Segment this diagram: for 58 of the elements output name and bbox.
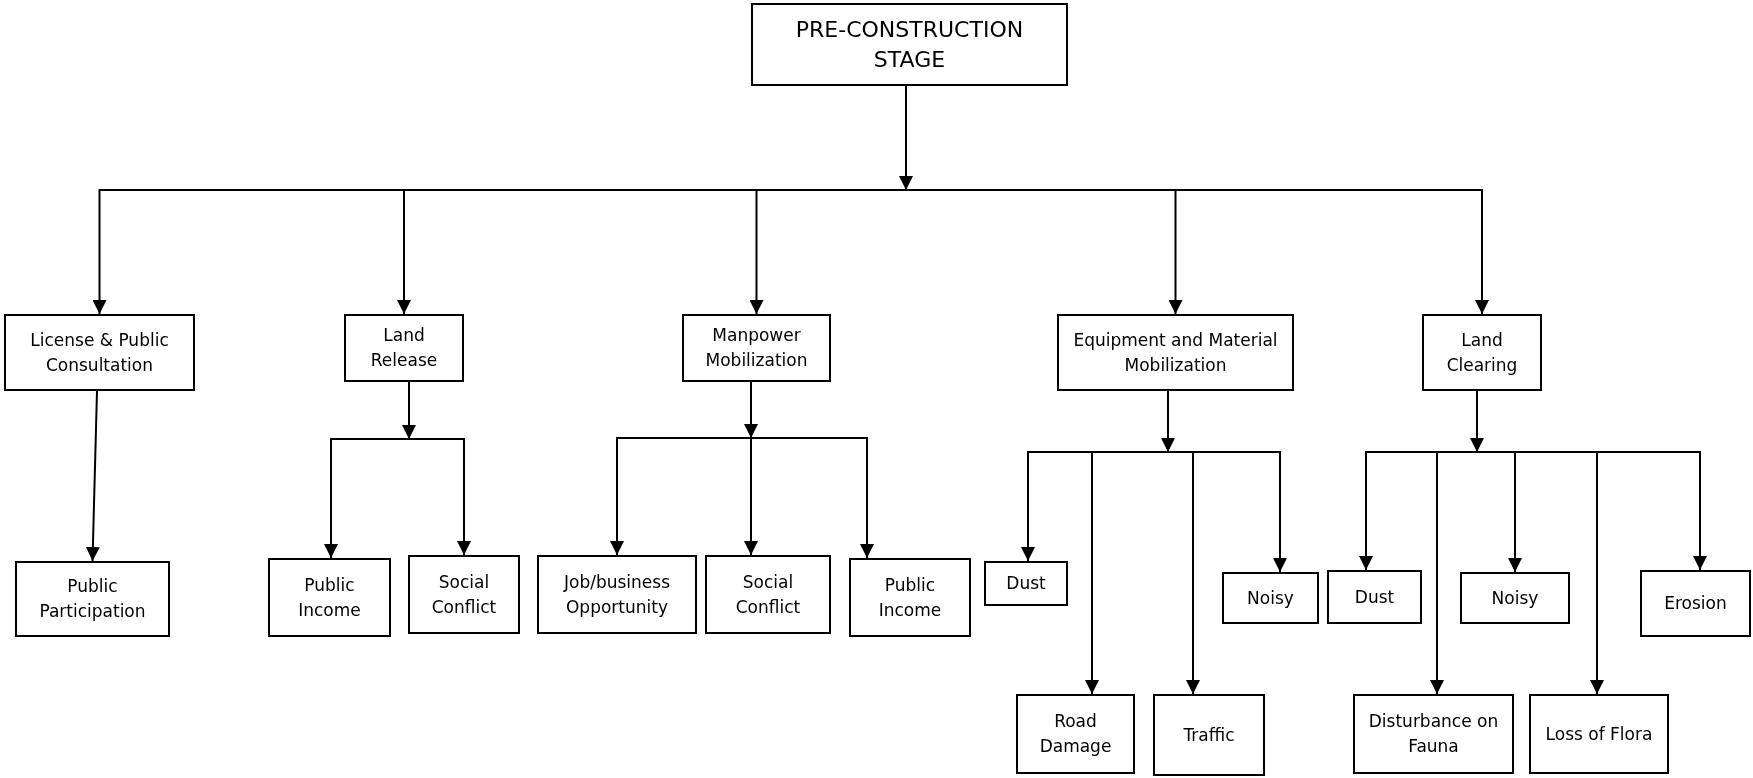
arrow bbox=[1470, 390, 1484, 453]
process-box bbox=[15, 561, 170, 637]
box-label: Noisy bbox=[1491, 586, 1539, 610]
box-label: Noisy bbox=[1247, 586, 1294, 610]
arrow bbox=[744, 381, 758, 439]
process-box bbox=[682, 314, 831, 382]
process-box bbox=[705, 555, 831, 634]
process-box bbox=[1422, 314, 1542, 391]
box-label: License & Public Consultation bbox=[29, 328, 170, 377]
arrow bbox=[610, 437, 752, 556]
process-box bbox=[1016, 694, 1135, 774]
box-label: Loss of Flora bbox=[1545, 722, 1653, 746]
arrow bbox=[85, 390, 100, 562]
box-label: Dust bbox=[1006, 572, 1046, 595]
arrow bbox=[899, 85, 913, 191]
box-label: Traffic bbox=[1183, 723, 1235, 747]
box-label: PRE-CONSTRUCTION STAGE bbox=[794, 15, 1025, 74]
process-box bbox=[1460, 572, 1570, 624]
process-box bbox=[268, 558, 391, 637]
arrow bbox=[1167, 451, 1287, 573]
box-label: Land Clearing bbox=[1445, 328, 1519, 377]
box-label: Erosion bbox=[1664, 592, 1727, 615]
box-label: Road Damage bbox=[1038, 710, 1113, 758]
arrow bbox=[744, 437, 758, 556]
process-box bbox=[4, 314, 195, 391]
process-box bbox=[849, 558, 971, 637]
arrow bbox=[324, 438, 410, 559]
process-box bbox=[1640, 570, 1751, 637]
box-label: Manpower Mobilization bbox=[704, 324, 809, 372]
process-box bbox=[1353, 694, 1514, 774]
arrow bbox=[749, 189, 907, 315]
arrow bbox=[1476, 451, 1707, 571]
process-box bbox=[344, 314, 464, 382]
arrow bbox=[750, 437, 874, 559]
process-box bbox=[751, 3, 1068, 86]
process-box bbox=[408, 555, 520, 634]
process-box bbox=[1153, 694, 1265, 776]
box-label: Disturbance on Fauna bbox=[1367, 710, 1500, 758]
arrow bbox=[402, 381, 416, 440]
box-label: Social Conflict bbox=[430, 570, 498, 619]
process-box bbox=[1529, 694, 1669, 774]
arrow bbox=[1161, 390, 1175, 453]
arrow bbox=[408, 438, 471, 556]
box-label: Public Participation bbox=[38, 575, 147, 623]
process-box bbox=[1222, 572, 1319, 624]
arrow bbox=[1430, 451, 1478, 695]
box-label: Dust bbox=[1354, 585, 1395, 609]
box-label: Land Release bbox=[369, 324, 439, 372]
arrow bbox=[1085, 451, 1169, 695]
process-box bbox=[537, 555, 697, 634]
process-box bbox=[984, 561, 1068, 606]
box-label: Equipment and Material Mobilization bbox=[1072, 328, 1279, 377]
box-label: Public Income bbox=[297, 573, 362, 622]
process-box bbox=[1057, 314, 1294, 391]
process-box bbox=[1327, 570, 1422, 624]
box-label: Job/business Opportunity bbox=[562, 570, 671, 619]
box-label: Social Conflict bbox=[734, 570, 802, 619]
box-label: Public Income bbox=[877, 573, 943, 622]
